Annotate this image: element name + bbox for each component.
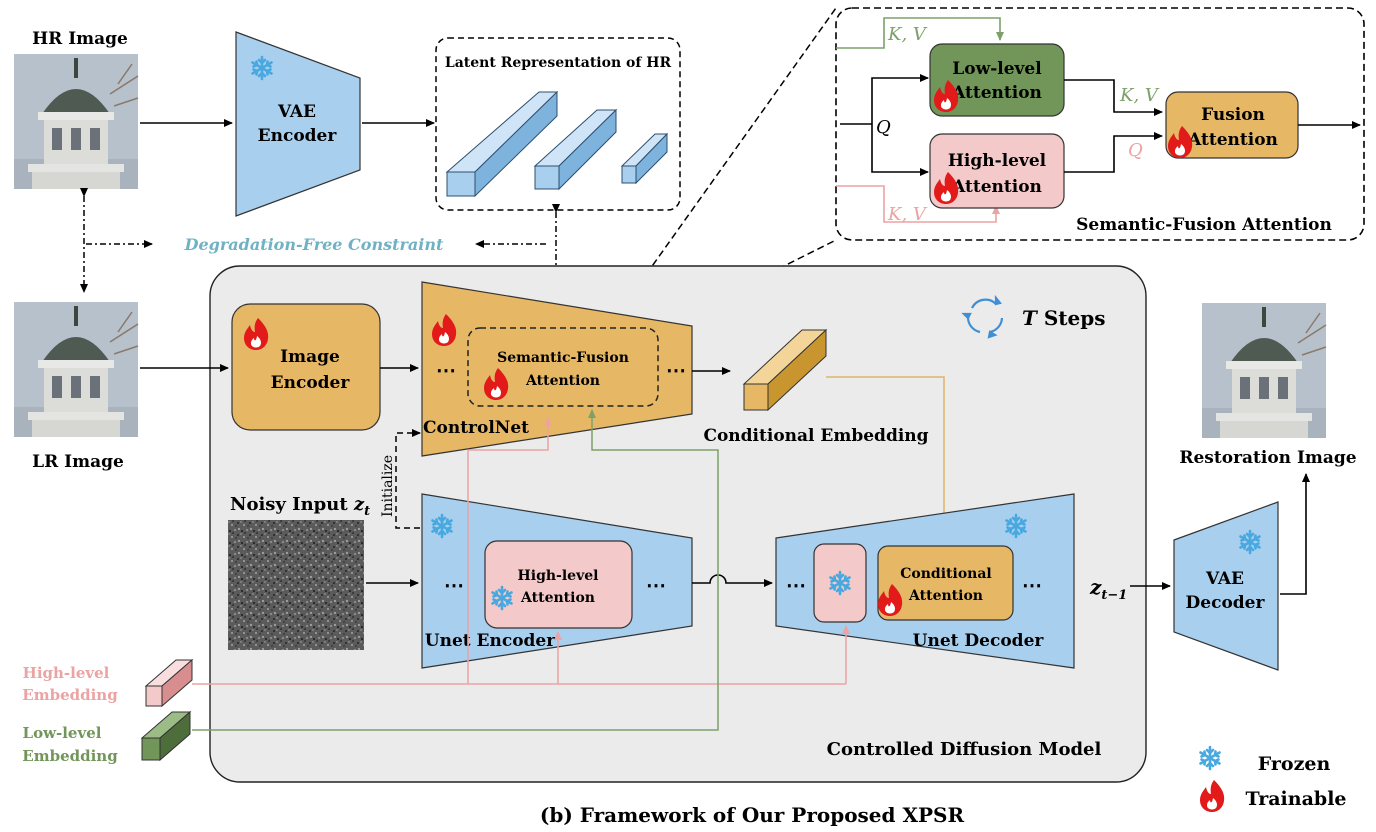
controlnet-label: ControlNet [423, 418, 529, 438]
svg-text:K, V: K, V [887, 24, 928, 45]
figure-caption: (b) Framework of Our Proposed XPSR [540, 803, 965, 827]
svg-text:Conditional: Conditional [900, 566, 991, 582]
svg-text:⋯: ⋯ [666, 358, 686, 382]
low-level-embedding-lines [192, 409, 719, 731]
low-level-attention-block: Low-level Attention [929, 43, 1065, 117]
t-steps: T Steps [961, 294, 1106, 339]
hr-image [13, 53, 139, 190]
svg-text:Attention: Attention [951, 83, 1042, 103]
unet-encoder-label: Unet Encoder [425, 631, 556, 651]
svg-text:Attention: Attention [525, 373, 600, 389]
degradation-free-label: Degradation-Free Constraint [184, 235, 444, 254]
svg-text:Image: Image [280, 347, 340, 367]
flame-icon [1200, 780, 1225, 812]
noisy-input-label: Noisy Input zt [230, 494, 370, 519]
unet-decoder-label: Unet Decoder [913, 631, 1045, 651]
conditional-embedding: Conditional Embedding [703, 328, 929, 446]
svg-text:Attention: Attention [951, 177, 1042, 197]
low-level-embedding: Low-level Embedding [22, 710, 192, 765]
legend: Frozen Trainable [1199, 745, 1347, 812]
svg-text:⋯: ⋯ [786, 573, 806, 597]
high-level-embedding: High-level Embedding [22, 658, 194, 708]
svg-text:K, V: K, V [1119, 85, 1160, 106]
noisy-input-image [228, 520, 364, 650]
unet-decoder: ⋯ ⋯ Conditional Attention Unet Decoder [775, 493, 1075, 669]
svg-text:High-level: High-level [23, 664, 110, 682]
svg-text:Encoder: Encoder [258, 126, 338, 146]
svg-text:Embedding: Embedding [22, 747, 118, 765]
vae-decoder-to-output-arrow [1280, 473, 1310, 595]
snowflake-icon [1199, 745, 1221, 771]
latent-representation-box: Latent Representation of HR [435, 37, 681, 211]
svg-text:Fusion: Fusion [1201, 105, 1265, 125]
unet-encoder: ⋯ ⋯ High-level Attention Unet Encoder [421, 493, 693, 669]
svg-text:⋯: ⋯ [444, 573, 464, 597]
svg-text:Q: Q [876, 117, 891, 138]
svg-text:K, V: K, V [887, 204, 928, 225]
svg-text:VAE: VAE [277, 102, 316, 122]
sfa-panel-title: Semantic-Fusion Attention [1076, 215, 1332, 235]
svg-text:Attention: Attention [1187, 130, 1278, 150]
svg-text:T Steps: T Steps [1022, 306, 1106, 330]
high-level-attention-block: High-level Attention [484, 540, 633, 629]
svg-text:Trainable: Trainable [1245, 788, 1346, 810]
image-encoder: Image Encoder [231, 303, 381, 431]
fusion-attention-block: Fusion Attention [1165, 91, 1299, 159]
hr-image-label: HR Image [32, 29, 128, 49]
semantic-fusion-attention-panel: Semantic-Fusion Attention K, V K, V Q Lo… [835, 7, 1365, 241]
high-level-attention-top-block: High-level Attention [929, 133, 1065, 209]
svg-text:Attention: Attention [908, 588, 983, 604]
svg-text:High-level: High-level [518, 568, 599, 584]
svg-text:⋯: ⋯ [436, 358, 456, 382]
restoration-image-label: Restoration Image [1179, 448, 1356, 468]
svg-text:Frozen: Frozen [1258, 753, 1331, 775]
vae-decoder: VAE Decoder [1173, 501, 1279, 671]
svg-text:Attention: Attention [520, 590, 595, 606]
controlled-diffusion-label: Controlled Diffusion Model [827, 739, 1102, 760]
sfa-inner-label: Semantic-Fusion [497, 350, 629, 366]
svg-text:⋯: ⋯ [1022, 573, 1042, 597]
high-level-embedding-lines [192, 417, 850, 685]
cycle-arrows-icon [961, 294, 1004, 339]
z-t-minus-1-label: zt−1 [1089, 575, 1127, 603]
svg-text:Encoder: Encoder [271, 373, 351, 393]
restoration-image [1201, 302, 1327, 439]
conditional-embedding-label: Conditional Embedding [703, 426, 928, 446]
svg-text:VAE: VAE [1205, 569, 1244, 589]
initialize-dashed-arrow [395, 429, 421, 529]
initialize-label: Initialize [380, 455, 396, 517]
embedding-to-conditional-attention [826, 376, 948, 547]
lr-image-label: LR Image [32, 452, 124, 472]
svg-text:High-level: High-level [948, 151, 1047, 171]
controlnet: ⋯ ⋯ Semantic-Fusion Attention ControlNet [421, 281, 693, 457]
latent-representation-label: Latent Representation of HR [445, 55, 672, 71]
svg-text:Low-level: Low-level [23, 724, 102, 742]
conditional-attention-block: Conditional Attention [877, 545, 1014, 621]
svg-text:Embedding: Embedding [22, 686, 118, 704]
vae-encoder: VAE Encoder [235, 31, 361, 217]
svg-text:Decoder: Decoder [1186, 593, 1266, 613]
svg-text:⋯: ⋯ [646, 573, 666, 597]
svg-text:Low-level: Low-level [952, 59, 1042, 79]
lr-image [13, 301, 139, 438]
svg-text:Q: Q [1128, 140, 1143, 161]
